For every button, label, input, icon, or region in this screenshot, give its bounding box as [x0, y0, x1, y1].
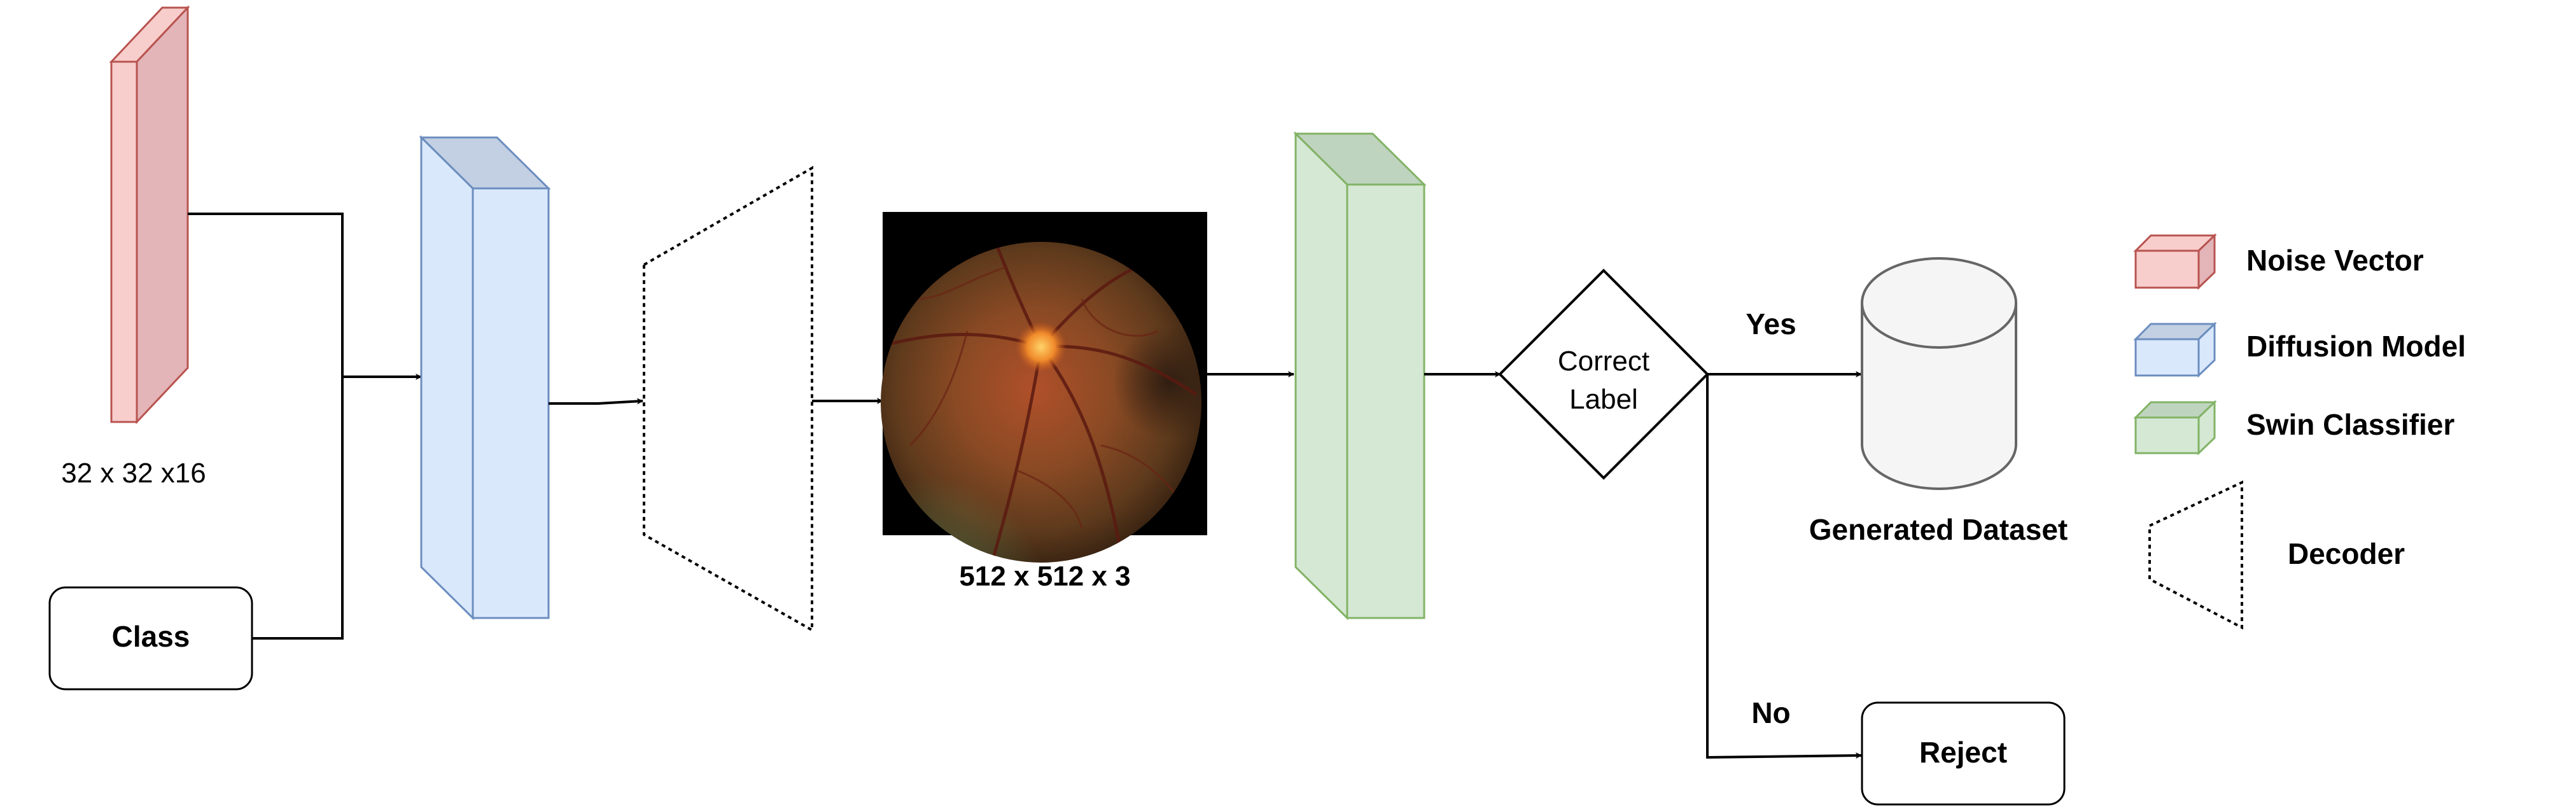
no-label: No: [1751, 696, 1790, 729]
swin-classifier-block: [1293, 131, 1427, 621]
legend-noise-label: Noise Vector: [2246, 244, 2424, 277]
noise-vector-block: [109, 5, 190, 425]
decision-label-line1: Correct: [1558, 346, 1649, 377]
legend-diffusion-label: Diffusion Model: [2246, 330, 2466, 363]
fundus-image: [881, 212, 1207, 563]
class-box-label: Class: [112, 620, 190, 653]
legend-decoder-label: Decoder: [2288, 537, 2405, 570]
decision-diamond: [1498, 269, 1709, 480]
legend: Noise Vector Diffusion Model Swin Classi…: [2133, 233, 2466, 630]
image-dimension-label: 512 x 512 x 3: [959, 561, 1130, 592]
legend-swin-label: Swin Classifier: [2246, 408, 2454, 441]
legend-swin-swatch: [2133, 400, 2217, 456]
dataset-label: Generated Dataset: [1809, 513, 2068, 546]
noise-dimension-label: 32 x 32 x16: [61, 458, 206, 489]
diffusion-model-block: [419, 135, 551, 621]
dataset-cylinder: [1861, 257, 2017, 490]
legend-decoder-swatch: [2148, 480, 2243, 630]
decision-label-line2: Label: [1569, 384, 1638, 415]
decoder-shape: [643, 165, 813, 633]
diffusion-to-decoder-arrow: [549, 398, 643, 405]
no-branch-arrow: [1706, 374, 1862, 759]
legend-noise-swatch: [2133, 233, 2217, 290]
yes-label: Yes: [1746, 307, 1796, 340]
input-merge-connector: [188, 213, 422, 640]
reject-box: [1861, 701, 2066, 806]
reject-label: Reject: [1919, 736, 2007, 769]
legend-diffusion-swatch: [2133, 321, 2217, 378]
